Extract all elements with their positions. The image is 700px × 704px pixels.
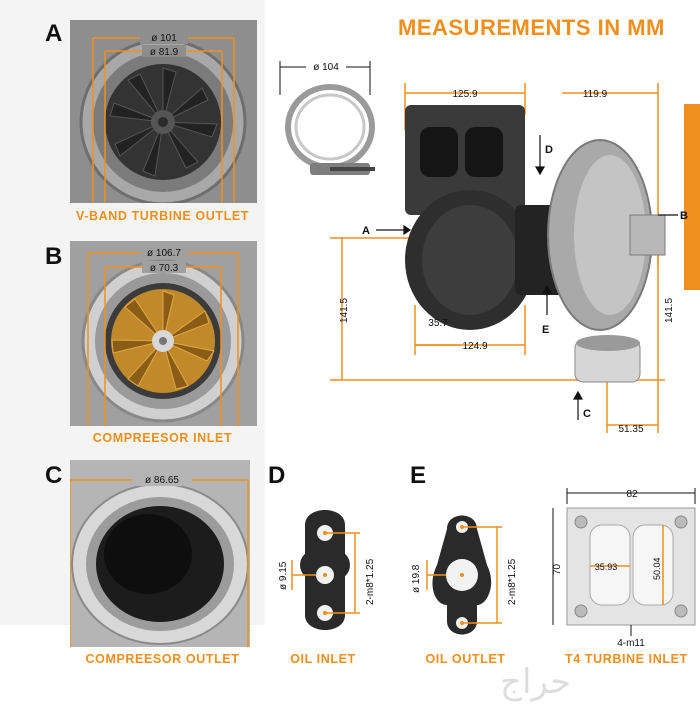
t4-port-width-dim: 35.93 <box>595 562 618 572</box>
callout-a: A <box>362 225 370 237</box>
callout-b: B <box>680 210 688 222</box>
t4-turbine-inlet-drawing: 82 70 35.93 50.04 4-m11 <box>552 488 696 649</box>
panel-a-letter: A <box>45 20 63 47</box>
compressor-outlet-photo: ø 86.65 <box>70 460 250 647</box>
dim-right-height: 141.5 <box>664 298 675 323</box>
panel-b-letter: B <box>45 243 63 270</box>
dim-c-offset: 51.35 <box>618 424 643 435</box>
panel-a-outer-dim: ø 101 <box>151 33 177 44</box>
callout-c: C <box>583 408 591 420</box>
panel-c-letter: C <box>45 462 63 489</box>
panel-e-caption: OIL OUTLET <box>425 652 506 666</box>
panel-e-bolt-dim: 2-m8*1.25 <box>507 558 518 605</box>
panel-b-caption: COMPREESOR INLET <box>92 431 233 445</box>
turbocharger-diagram: 125.9 119.9 141.5 141.5 35.7 124.9 51.35… <box>330 83 688 435</box>
panel-b-outer-dim: ø 106.7 <box>147 248 181 259</box>
orange-side-tab <box>684 104 700 290</box>
oil-inlet-gasket-drawing: ø 9.15 2-m8*1.25 <box>278 510 376 630</box>
panel-b-inner-dim: ø 70.3 <box>150 263 179 274</box>
t4-bolts-label: 4-m11 <box>617 638 645 649</box>
v-band-turbine-outlet-photo: ø 101 ø 81.9 <box>70 20 257 203</box>
panel-e-letter: E <box>410 462 427 489</box>
dim-left-height: 141.5 <box>339 298 350 323</box>
panel-a-caption: V-BAND TURBINE OUTLET <box>75 209 249 223</box>
panel-d-bolt-dim: 2-m8*1.25 <box>365 558 376 605</box>
dim-top-right: 119.9 <box>583 89 608 100</box>
t4-caption: T4 TURBINE INLET <box>565 652 688 666</box>
clamp-dim: ø 104 <box>313 62 339 73</box>
panel-e-hole-dim: ø 19.8 <box>411 564 422 593</box>
page-title: MEASUREMENTS IN MM <box>398 15 665 40</box>
dim-top-left: 125.9 <box>452 89 477 100</box>
t4-height-dim: 70 <box>552 563 563 575</box>
callout-d: D <box>545 144 553 156</box>
callout-e: E <box>542 324 549 336</box>
watermark-logo: حراج <box>500 662 572 702</box>
panel-d-caption: OIL INLET <box>290 652 356 666</box>
panel-d-letter: D <box>268 462 286 489</box>
t4-width-dim: 82 <box>626 489 638 500</box>
compressor-inlet-photo: ø 106.7 ø 70.3 <box>70 241 257 426</box>
oil-outlet-gasket-drawing: ø 19.8 2-m8*1.25 <box>411 515 518 635</box>
t4-port-height-dim: 50.04 <box>652 557 662 580</box>
panel-a-inner-dim: ø 81.9 <box>150 47 179 58</box>
panel-c-dim: ø 86.65 <box>145 475 179 486</box>
panel-c-caption: COMPREESOR OUTLET <box>85 652 240 666</box>
dim-bottom: 124.9 <box>462 341 487 352</box>
dim-inner: 35.7 <box>428 318 448 329</box>
v-band-clamp-drawing: ø 104 <box>279 60 375 175</box>
panel-d-hole-dim: ø 9.15 <box>278 561 289 590</box>
